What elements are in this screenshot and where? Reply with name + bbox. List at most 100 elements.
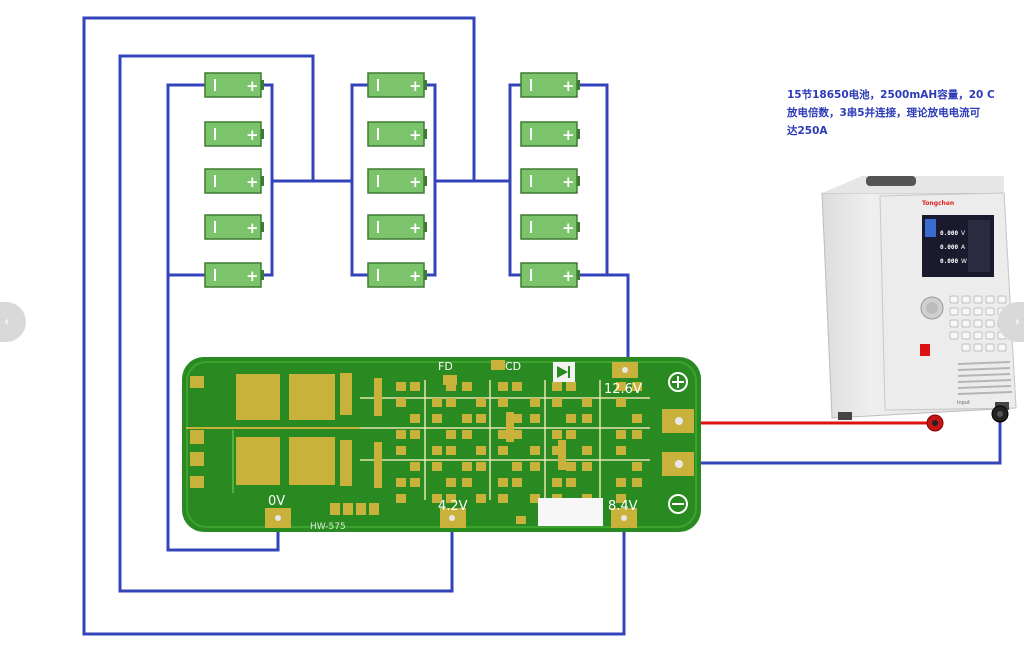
device-brand: Tongchen <box>922 200 954 207</box>
smd-pad <box>616 382 626 391</box>
keypad-key <box>949 331 959 340</box>
keypad-key <box>985 307 995 316</box>
smd-pad <box>632 382 642 391</box>
battery-cell: + <box>367 214 427 240</box>
smd-pad <box>512 430 522 439</box>
smd-pad <box>476 462 486 471</box>
description-line-3: 达250A <box>787 125 828 137</box>
smd-components <box>360 378 650 503</box>
smd-pad <box>446 430 456 439</box>
battery-cell: + <box>367 168 427 194</box>
unit-voltage: V <box>961 230 966 237</box>
smd-pad <box>512 414 522 423</box>
smd-pad <box>396 446 406 455</box>
smd-pad <box>530 462 540 471</box>
smd-pad <box>632 414 642 423</box>
positive-mark: + <box>246 126 259 144</box>
smd-pad <box>374 442 382 488</box>
smd-pad <box>432 398 442 407</box>
battery-cell: + <box>520 72 580 98</box>
smd-pad <box>446 398 456 407</box>
smd-pad <box>476 446 486 455</box>
positive-mark: + <box>409 173 422 191</box>
keypad-key <box>961 343 971 352</box>
keypad-key <box>985 343 995 352</box>
positive-mark: + <box>409 219 422 237</box>
smd-pad <box>446 382 456 391</box>
smd-pad <box>506 412 514 442</box>
smd-pad <box>396 430 406 439</box>
smd-pad <box>616 446 626 455</box>
smd-pad <box>498 446 508 455</box>
next-nav-button[interactable]: › <box>998 302 1024 342</box>
smd-pad <box>498 478 508 487</box>
smd-pad <box>410 414 420 423</box>
battery-cell: + <box>367 72 427 98</box>
description-line-1: 15节18650电池，2500mAH容量，20 C <box>787 89 995 101</box>
description-line-2: 放电倍数，3串5并连接，理论放电电流可 <box>787 107 981 119</box>
smd-pad <box>396 398 406 407</box>
smd-pad <box>632 430 642 439</box>
smd-pad <box>462 478 472 487</box>
smd-pad <box>566 430 576 439</box>
keypad <box>949 295 1007 352</box>
positive-mark: + <box>562 126 575 144</box>
battery-pack: +++++++++++++++ <box>204 72 580 288</box>
smd-pad <box>552 398 562 407</box>
smd-pad <box>616 494 626 503</box>
chevron-left-icon: ‹ <box>4 314 10 330</box>
smd-pad <box>498 430 508 439</box>
smd-pad <box>432 414 442 423</box>
smd-pad <box>410 430 420 439</box>
smd-pad <box>512 382 522 391</box>
keypad-key <box>973 295 983 304</box>
smd-pad <box>566 462 576 471</box>
positive-mark: + <box>246 77 259 95</box>
smd-pad <box>476 414 486 423</box>
positive-mark: + <box>409 267 422 285</box>
positive-mark: + <box>562 267 575 285</box>
battery-cell: + <box>204 214 264 240</box>
board-model-label: HW-575 <box>310 522 346 532</box>
smd-pad <box>566 382 576 391</box>
positive-mark: + <box>409 77 422 95</box>
smd-pad <box>374 378 382 416</box>
smd-pad <box>582 398 592 407</box>
smd-pad <box>582 446 592 455</box>
keypad-key <box>973 319 983 328</box>
positive-mark: + <box>246 219 259 237</box>
keypad-key <box>949 307 959 316</box>
unit-current: A <box>961 244 966 251</box>
keypad-key <box>973 331 983 340</box>
smd-pad <box>462 462 472 471</box>
keypad-key <box>985 319 995 328</box>
unit-power: W <box>961 258 967 265</box>
smd-pad <box>530 414 540 423</box>
smd-pad <box>462 414 472 423</box>
smd-pad <box>498 382 508 391</box>
readout-voltage: 0.000 <box>940 230 958 237</box>
smd-pad <box>512 462 522 471</box>
smd-pad <box>446 446 456 455</box>
battery-cell: + <box>520 262 580 288</box>
keypad-key <box>985 331 995 340</box>
readout-power: 0.000 <box>940 258 958 265</box>
smd-pad <box>396 478 406 487</box>
battery-cell: + <box>367 121 427 147</box>
smd-pad <box>410 478 420 487</box>
positive-mark: + <box>246 173 259 191</box>
power-button <box>920 344 930 356</box>
readout-current: 0.000 <box>940 244 958 251</box>
smd-pad <box>432 494 442 503</box>
keypad-key <box>997 295 1007 304</box>
battery-cell: + <box>204 168 264 194</box>
label-cd: CD <box>505 360 521 373</box>
smd-pad <box>432 462 442 471</box>
battery-cell: + <box>204 262 264 288</box>
keypad-key <box>949 295 959 304</box>
battery-cell: + <box>204 121 264 147</box>
smd-pad <box>396 382 406 391</box>
smd-pad <box>530 446 540 455</box>
smd-pad <box>530 398 540 407</box>
